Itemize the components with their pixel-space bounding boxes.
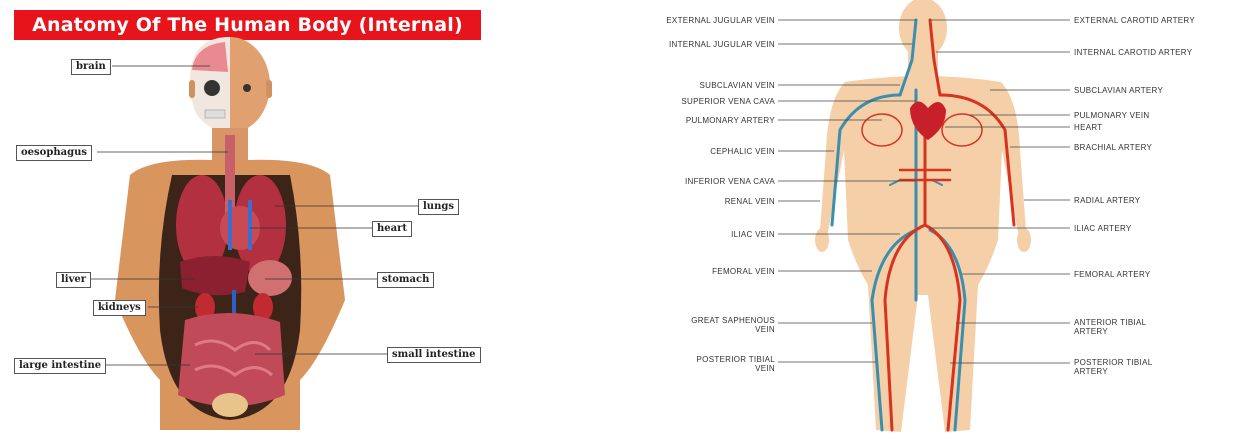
label-heart: heart (372, 221, 412, 237)
label-external-jugular-vein: EXTERNAL JUGULAR VEIN (666, 16, 775, 25)
label-kidneys: kidneys (93, 300, 146, 316)
label-pulmonary-artery: PULMONARY ARTERY (686, 116, 775, 125)
brain-shape (192, 42, 228, 72)
label-femoral-artery: FEMORAL ARTERY (1074, 270, 1151, 279)
eye (243, 84, 251, 92)
label-internal-carotid-artery: INTERNAL CAROTID ARTERY (1074, 48, 1192, 57)
label-stomach: stomach (377, 272, 434, 288)
label-internal-jugular-vein: INTERNAL JUGULAR VEIN (669, 40, 775, 49)
label-great-saphenous-line1: GREAT SAPHENOUS (691, 316, 775, 325)
label-cephalic-vein: CEPHALIC VEIN (710, 147, 775, 156)
label-subclavian-vein: SUBCLAVIAN VEIN (700, 81, 775, 90)
ear-left (189, 80, 195, 98)
label-posterior-tibial-vein-line2: VEIN (755, 364, 775, 373)
label-heart-right: HEART (1074, 123, 1102, 132)
label-iliac-artery: ILIAC ARTERY (1074, 224, 1132, 233)
stomach-organ (248, 260, 292, 296)
liver-organ (180, 256, 250, 295)
label-renal-vein: RENAL VEIN (725, 197, 775, 206)
label-iliac-vein: ILIAC VEIN (731, 230, 775, 239)
label-pulmonary-vein: PULMONARY VEIN (1074, 111, 1149, 120)
skull-teeth (205, 110, 225, 118)
label-oesophagus: oesophagus (16, 145, 92, 161)
label-brachial-artery: BRACHIAL ARTERY (1074, 143, 1152, 152)
label-external-carotid-artery: EXTERNAL CAROTID ARTERY (1074, 16, 1195, 25)
ear-right (266, 80, 272, 98)
label-posterior-tibial-vein-line1: POSTERIOR TIBIAL (697, 355, 775, 364)
label-anterior-tibial-line1: ANTERIOR TIBIAL (1074, 318, 1146, 327)
label-radial-artery: RADIAL ARTERY (1074, 196, 1140, 205)
label-liver: liver (56, 272, 91, 288)
label-brain: brain (71, 59, 111, 75)
intestines (178, 313, 285, 407)
label-superior-vena-cava: SUPERIOR VENA CAVA (681, 97, 775, 106)
label-femoral-vein: FEMORAL VEIN (712, 267, 775, 276)
label-lungs: lungs (418, 199, 459, 215)
label-small-intestine: small intestine (387, 347, 481, 363)
bladder (212, 393, 248, 417)
label-posterior-tibial-artery-line1: POSTERIOR TIBIAL (1074, 358, 1152, 367)
label-subclavian-artery: SUBCLAVIAN ARTERY (1074, 86, 1163, 95)
internal-anatomy-diagram: Anatomy Of The Human Body (Internal) (0, 0, 500, 443)
circulatory-system-diagram: EXTERNAL JUGULAR VEIN INTERNAL JUGULAR V… (600, 0, 1238, 443)
label-posterior-tibial-artery-line2: ARTERY (1074, 367, 1108, 376)
label-great-saphenous-line2: VEIN (755, 325, 775, 334)
circulatory-body-illustration (600, 0, 1238, 443)
label-inferior-vena-cava: INFERIOR VENA CAVA (685, 177, 775, 186)
label-large-intestine: large intestine (14, 358, 106, 374)
skull-eye-socket (204, 80, 220, 96)
label-anterior-tibial-line2: ARTERY (1074, 327, 1108, 336)
body-silhouette (815, 0, 1031, 432)
